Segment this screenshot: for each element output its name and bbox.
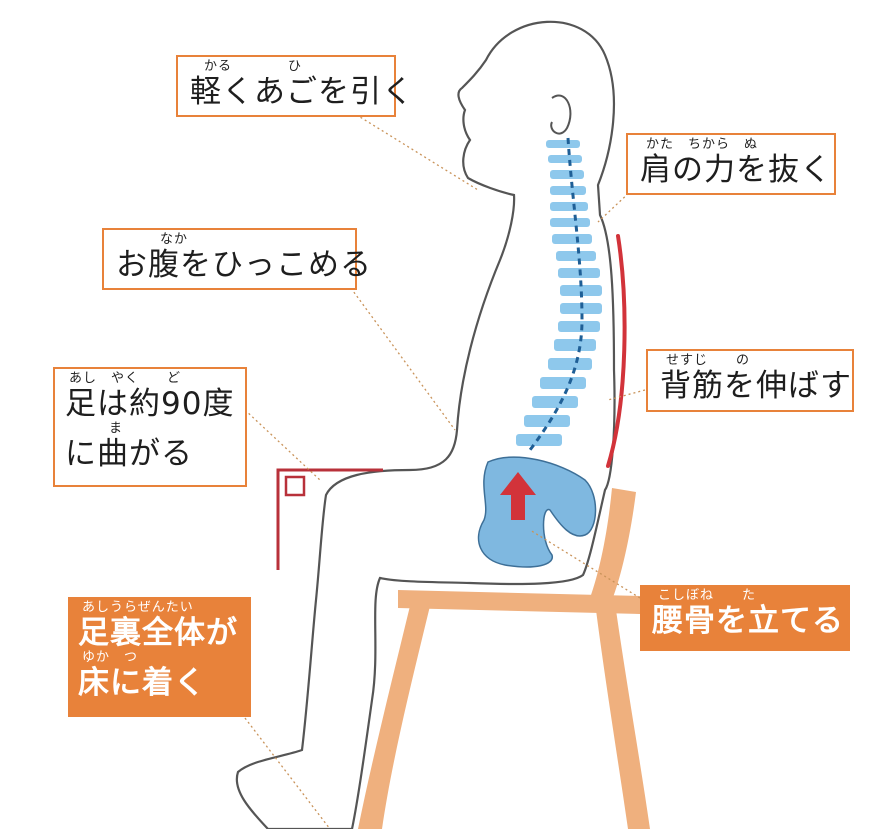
belly-text: お腹をひっこめる (116, 247, 343, 283)
vertebra (552, 234, 592, 244)
pelvis-label: こしぼね た 腰骨を立てる (640, 585, 850, 651)
vertebra (524, 415, 570, 427)
shoulder-ruby: かた ちから ぬ (640, 138, 822, 152)
vertebra (550, 170, 584, 179)
feet-ruby1: あしうらぜんたい (78, 601, 241, 615)
back-ruby: せすじ の (660, 354, 840, 368)
shoulder-text: 肩の力を抜く (640, 152, 822, 188)
pelvis-text: 腰骨を立てる (652, 603, 838, 639)
vertebra (548, 155, 582, 163)
vertebra (546, 140, 580, 148)
chin-ruby: かる ひ (190, 60, 382, 74)
vertebra (556, 251, 596, 261)
pelvis-ruby: こしぼね た (652, 589, 838, 603)
leg-angle-line1: 足は約90度 (65, 386, 235, 422)
feet-line2: 床に着く (78, 665, 241, 701)
vertebra (540, 377, 586, 389)
vertebra (550, 202, 588, 211)
back-label: せすじ の 背筋を伸ばす (646, 349, 854, 412)
leg-angle-ruby1: あし やく ど (65, 372, 235, 386)
shoulder-label: かた ちから ぬ 肩の力を抜く (626, 133, 836, 195)
feet-ruby2: ゆか つ (78, 651, 241, 665)
leg-angle-ruby2: ま (65, 422, 235, 436)
vertebra (548, 358, 592, 370)
feet-label: あしうらぜんたい 足裏全体が ゆか つ 床に着く (68, 597, 251, 717)
belly-ruby: なか (116, 233, 343, 247)
leg-angle-label: あし やく ど 足は約90度 ま に曲がる (53, 367, 247, 487)
back-text: 背筋を伸ばす (660, 368, 840, 404)
vertebra (554, 339, 596, 351)
belly-label: なか お腹をひっこめる (102, 228, 357, 290)
chin-label: かる ひ 軽くあごを引く (176, 55, 396, 117)
vertebra (532, 396, 578, 408)
feet-line1: 足裏全体が (78, 615, 241, 651)
vertebra (550, 218, 590, 227)
leg-angle-line2: に曲がる (65, 436, 235, 472)
vertebra (558, 321, 600, 332)
vertebra (550, 186, 586, 195)
chin-text: 軽くあごを引く (190, 74, 382, 110)
